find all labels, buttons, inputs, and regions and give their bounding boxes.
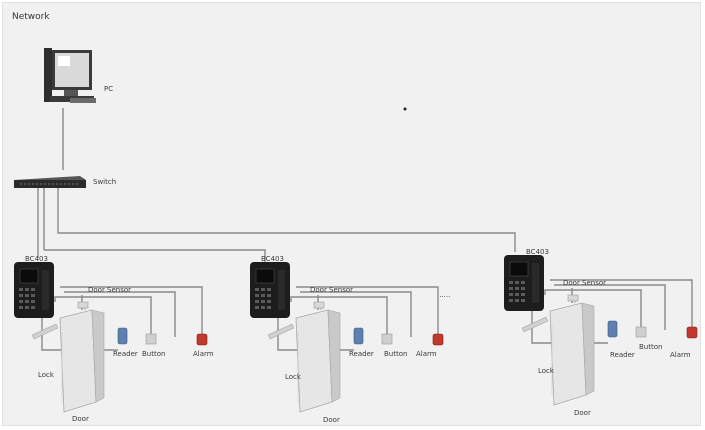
access-unit-3: BC403 Door Sensor Reader Button Alarm Lo… — [503, 248, 698, 417]
switch-label: Switch — [93, 178, 116, 186]
more-units-ellipsis: ...... — [437, 291, 450, 299]
reader-label: Reader — [113, 350, 138, 358]
button-label: Button — [639, 343, 662, 351]
network-switch-icon — [14, 176, 86, 188]
button-label: Button — [142, 350, 165, 358]
alarm-label: Alarm — [670, 351, 691, 359]
button-label: Button — [384, 350, 407, 358]
network-wiring — [37, 108, 516, 262]
door-label: Door — [323, 416, 340, 424]
reader-label: Reader — [610, 351, 635, 359]
alarm-label: Alarm — [416, 350, 437, 358]
door-sensor-label: Door Sensor — [88, 286, 131, 294]
pc-computer-icon — [44, 48, 96, 103]
door-label: Door — [72, 415, 89, 423]
door-label: Door — [574, 409, 591, 417]
door-sensor-label: Door Sensor — [563, 279, 606, 287]
stray-dot — [403, 107, 407, 111]
lock-label: Lock — [538, 367, 555, 375]
lock-label: Lock — [285, 373, 302, 381]
alarm-label: Alarm — [193, 350, 214, 358]
controller-label: BC403 — [526, 248, 549, 256]
access-unit-1: BC403 Door Sensor Reader Button Alarm Lo… — [13, 255, 214, 423]
lock-label: Lock — [38, 371, 55, 379]
network-title: Network — [12, 12, 50, 22]
pc-label: PC — [104, 85, 113, 93]
door-sensor-label: Door Sensor — [310, 286, 353, 294]
reader-label: Reader — [349, 350, 374, 358]
controller-label: BC403 — [261, 255, 284, 263]
controller-label: BC403 — [25, 255, 48, 263]
access-unit-2: BC403 Door Sensor Reader Button Alarm Lo… — [249, 255, 444, 424]
